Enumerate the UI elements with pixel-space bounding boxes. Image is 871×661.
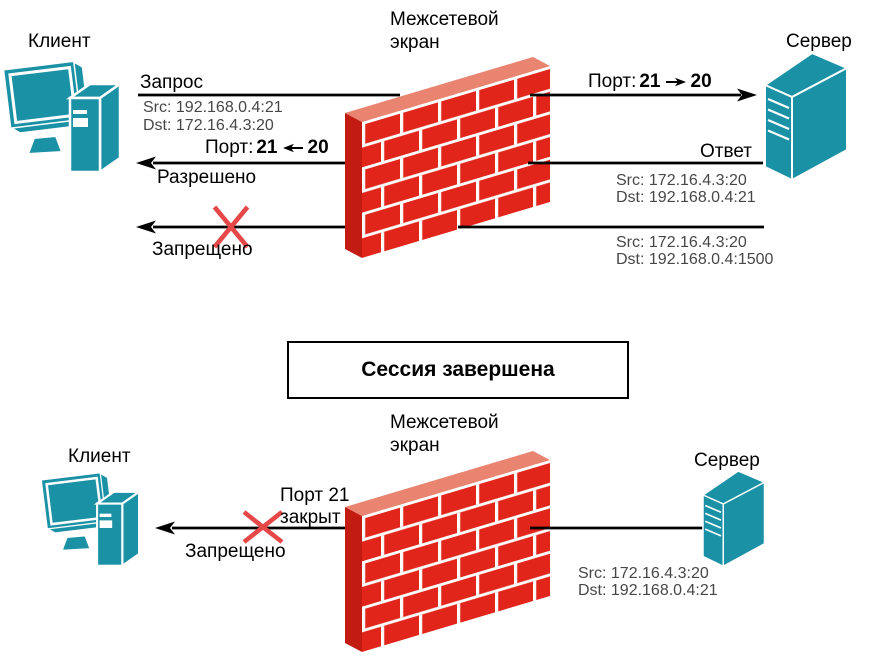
blocked-cross-icon — [242, 510, 284, 544]
response-label: Ответ — [700, 141, 752, 162]
top-server-label: Сервер — [786, 31, 852, 52]
arrowhead-left-icon — [155, 521, 175, 535]
arrowhead-left-icon — [136, 220, 156, 234]
port-out-from: 21 — [639, 71, 661, 92]
session-banner: Сессия завершена — [287, 341, 629, 399]
blocked-dst: Dst: 192.168.0.4:1500 — [616, 251, 774, 268]
port-closed-line2: закрыт — [280, 507, 341, 528]
port-in-to: 20 — [307, 137, 329, 158]
response-src: Src: 172.16.4.3:20 — [616, 172, 747, 189]
allowed-label: Разрешено — [157, 167, 257, 188]
request-src: Src: 192.168.0.4:21 — [143, 99, 283, 116]
bottom-server-label: Сервер — [694, 450, 760, 471]
request-dst: Dst: 172.16.4.3:20 — [143, 117, 274, 134]
port-in-label: Порт: 21 20 — [205, 137, 329, 158]
port-in-from: 21 — [256, 137, 278, 158]
small-arrow-left-icon — [282, 143, 303, 152]
bottom-firewall-label-line2: экран — [390, 435, 440, 456]
port-out-label: Порт: 21 20 — [588, 71, 712, 92]
top-firewall-label-line2: экран — [390, 32, 440, 53]
server-icon — [702, 470, 766, 568]
port-closed-line1: Порт 21 — [280, 485, 350, 506]
arrowhead-left-icon — [136, 156, 156, 170]
top-client-label: Клиент — [28, 31, 91, 52]
session-banner-text: Сессия завершена — [361, 358, 555, 381]
request-label: Запрос — [140, 72, 203, 93]
blocked-src: Src: 172.16.4.3:20 — [616, 234, 747, 251]
arrowhead-right-icon — [737, 88, 757, 102]
port-out-prefix: Порт: — [588, 71, 637, 92]
blocked-cross-icon — [212, 205, 250, 249]
bottom-blocked-src: Src: 172.16.4.3:20 — [578, 565, 709, 582]
port-in-prefix: Порт: — [205, 137, 254, 158]
bottom-firewall-label-line1: Межсетевой — [390, 412, 499, 433]
bottom-blocked-dst: Dst: 192.168.0.4:21 — [578, 582, 718, 599]
client-computer-icon — [40, 471, 141, 568]
small-arrow-right-icon — [665, 77, 686, 86]
denied-label: Запрещено — [152, 239, 253, 260]
bottom-client-label: Клиент — [68, 446, 131, 467]
client-computer-icon — [2, 59, 122, 174]
server-icon — [763, 51, 849, 182]
firewall-wall-bottom — [345, 451, 550, 652]
bottom-denied-label: Запрещено — [185, 541, 286, 562]
top-firewall-label-line1: Межсетевой — [390, 9, 499, 30]
port-out-to: 20 — [690, 71, 712, 92]
top-arrow-lines — [138, 93, 764, 229]
response-dst: Dst: 192.168.0.4:21 — [616, 189, 756, 206]
